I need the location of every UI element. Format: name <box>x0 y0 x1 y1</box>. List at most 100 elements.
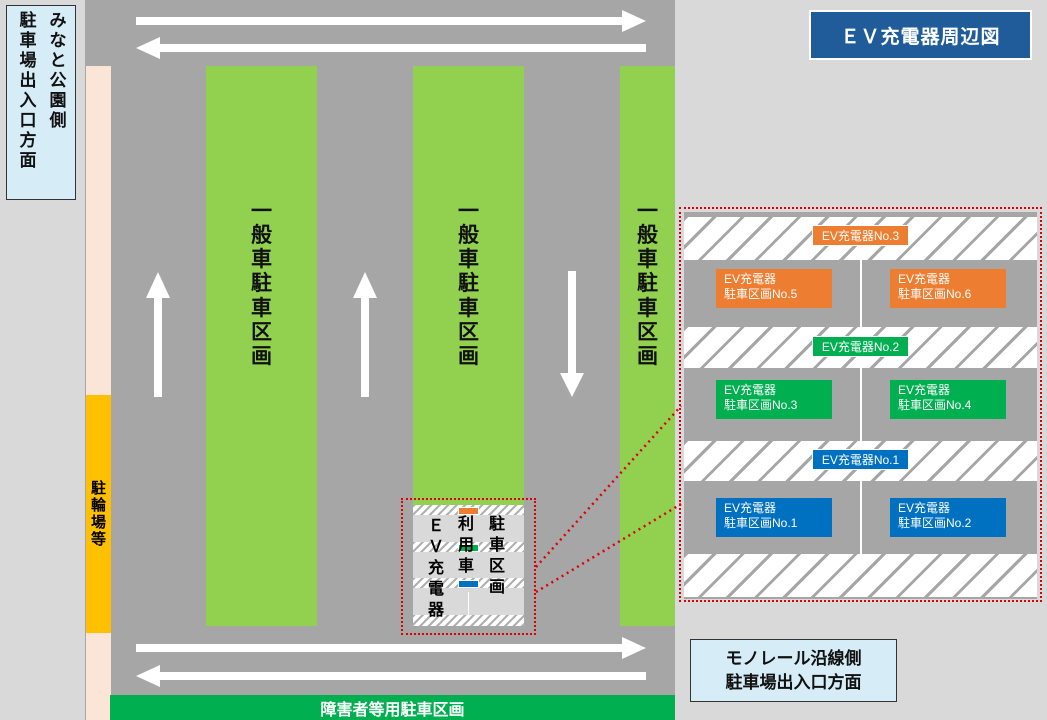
ev-enlarged-highlight-box <box>679 207 1042 602</box>
bay-divider <box>860 368 862 441</box>
general-parking-char: 一 <box>251 199 272 223</box>
charger-label: EV充電器No.1 <box>821 453 900 467</box>
charger-label: EV充電器No.2 <box>821 340 900 354</box>
ev-label-char: 車 <box>457 556 474 575</box>
charger-no2: EV充電器No.2 <box>812 336 909 357</box>
ev-label-column: 駐 車 区 画 <box>486 513 508 597</box>
monorail-line1: モノレール沿線側 <box>725 648 862 669</box>
arrow-up-icon <box>353 272 377 397</box>
general-parking-char: 車 <box>251 247 272 272</box>
general-parking-char: 般 <box>251 223 272 248</box>
general-parking-char: 区 <box>251 319 272 344</box>
small-charger-marker-green <box>458 544 479 552</box>
general-parking-char: 画 <box>458 343 479 368</box>
ev-parking-area-small: Ｅ Ｖ 充 電 器 利 用 車 駐 車 区 画 <box>413 505 524 626</box>
bay-line1: EV充電器 <box>724 272 777 286</box>
charger-no1: EV充電器No.1 <box>812 449 909 470</box>
ev-label-column: Ｅ Ｖ 充 電 器 <box>425 515 447 620</box>
general-parking-char: 車 <box>637 295 658 320</box>
entrance-char: な <box>49 31 67 51</box>
bay-line2: 駐車区画No.1 <box>724 516 798 530</box>
ev-label-char: 区 <box>488 556 505 575</box>
general-parking-section-1: 一 般 車 駐 車 区 画 <box>206 66 317 626</box>
bay-line2: 駐車区画No.6 <box>898 287 972 301</box>
entrance-char: と <box>49 51 67 71</box>
general-parking-char: 車 <box>458 295 479 320</box>
ev-label-char: Ｅ <box>427 516 444 535</box>
bay-divider <box>860 481 862 554</box>
ev-label-char: 車 <box>488 535 505 554</box>
ev-bay-no3: EV充電器 駐車区画No.3 <box>716 380 832 419</box>
arrow-right-icon <box>136 10 646 32</box>
general-parking-char: 駐 <box>458 271 479 296</box>
bay-line1: EV充電器 <box>724 501 777 515</box>
general-parking-char: 般 <box>458 223 479 248</box>
ev-area-highlight-box <box>401 498 536 635</box>
entrance-text-column: 駐 車 場 出 入 口 方 面 <box>17 11 39 171</box>
general-parking-char: 区 <box>458 319 479 344</box>
accessible-parking-label: 障害者等用駐車区画 <box>320 699 465 719</box>
arrow-left-icon <box>136 665 646 687</box>
ev-label-char: 充 <box>427 558 444 577</box>
monorail-line2: 駐車場出入口方面 <box>725 672 862 693</box>
charger-label: EV充電器No.3 <box>821 229 900 243</box>
entrance-char: み <box>49 11 67 31</box>
entrance-char: 口 <box>19 111 37 131</box>
hatched-zone <box>413 615 524 626</box>
arrow-down-icon <box>560 271 584 397</box>
map-title: ＥＶ充電器周辺図 <box>809 10 1032 60</box>
ev-bay-no1: EV充電器 駐車区画No.1 <box>716 498 832 537</box>
ev-label-char: 画 <box>488 577 505 596</box>
entrance-char: 側 <box>49 111 67 131</box>
ev-label-char: 電 <box>427 579 444 598</box>
entrance-char: 場 <box>19 51 37 71</box>
general-parking-section-3: 一 般 車 駐 車 区 画 <box>620 66 675 626</box>
small-charger-marker-orange <box>458 507 479 515</box>
general-parking-char: 一 <box>637 199 658 223</box>
parking-lot-road <box>85 0 675 720</box>
entrance-char: 出 <box>19 71 37 91</box>
bay-line2: 駐車区画No.4 <box>898 398 972 412</box>
entrance-text-column: み な と 公 園 側 <box>47 11 69 131</box>
arrow-right-icon <box>136 637 646 659</box>
general-parking-char: 画 <box>637 343 658 368</box>
bay-line2: 駐車区画No.5 <box>724 287 798 301</box>
ev-label-char: Ｖ <box>427 537 444 556</box>
ev-bay-no2: EV充電器 駐車区画No.2 <box>890 498 1006 537</box>
ev-label-char: 用 <box>457 535 474 554</box>
bay-line1: EV充電器 <box>898 383 951 397</box>
bicycle-parking-char: 等 <box>90 530 106 549</box>
bay-divider <box>468 592 469 615</box>
ev-label-char: 利 <box>457 514 474 533</box>
bay-line2: 駐車区画No.2 <box>898 516 972 530</box>
ev-bay-no4: EV充電器 駐車区画No.4 <box>890 380 1006 419</box>
general-parking-char: 区 <box>637 319 658 344</box>
entrance-char: 入 <box>19 91 37 111</box>
bay-line1: EV充電器 <box>898 272 951 286</box>
ev-bay-no5: EV充電器 駐車区画No.5 <box>716 269 832 308</box>
bay-line1: EV充電器 <box>724 383 777 397</box>
ev-bay-no6: EV充電器 駐車区画No.6 <box>890 269 1006 308</box>
map-title-text: ＥＶ充電器周辺図 <box>840 25 1001 48</box>
accessible-parking-area: 障害者等用駐車区画 <box>110 695 675 720</box>
minato-park-entrance-label: み な と 公 園 側 駐 車 場 出 入 口 方 面 <box>6 5 76 200</box>
ev-label-char: 駐 <box>488 514 505 533</box>
bicycle-parking-char: 場 <box>90 513 106 531</box>
bicycle-parking-area: 駐 輪 場 等 <box>86 395 111 633</box>
general-parking-char: 画 <box>251 343 272 368</box>
general-parking-char: 車 <box>251 295 272 320</box>
ev-label-column: 利 用 車 <box>455 513 477 576</box>
bicycle-parking-char: 輪 <box>90 495 106 514</box>
general-parking-char: 車 <box>637 247 658 272</box>
bicycle-parking-char: 駐 <box>90 478 106 497</box>
hatched-zone <box>684 554 1037 597</box>
small-charger-marker-blue <box>458 580 479 588</box>
ev-label-char: 器 <box>427 600 444 619</box>
general-parking-char: 駐 <box>251 271 272 296</box>
entrance-char: 駐 <box>19 11 37 31</box>
general-parking-char: 般 <box>637 223 658 248</box>
general-parking-char: 一 <box>458 199 479 223</box>
arrow-up-icon <box>146 272 170 397</box>
